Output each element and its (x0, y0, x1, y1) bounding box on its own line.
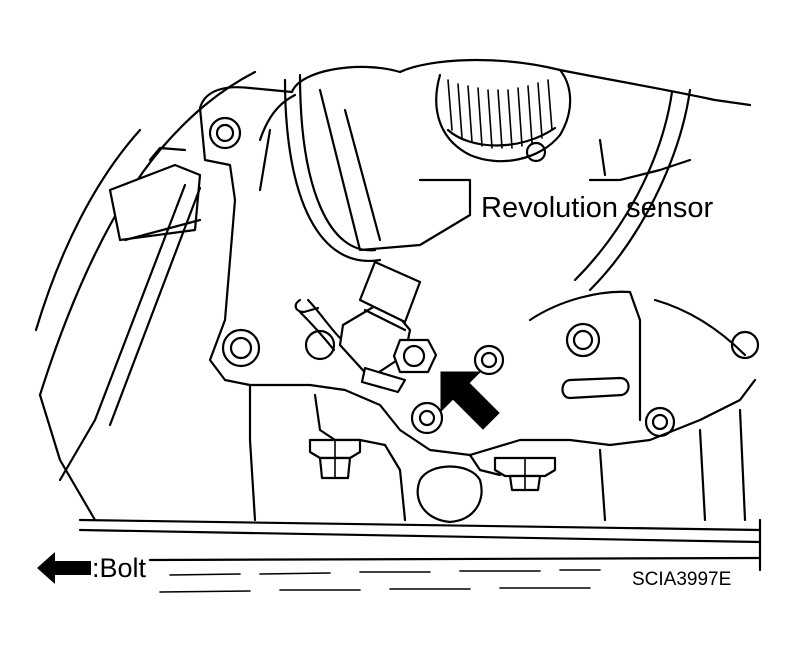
bolt-pointer-arrow (440, 371, 500, 430)
bolt-legend-label: :Bolt (92, 553, 147, 583)
case-body (198, 58, 757, 522)
lower-bolts (308, 438, 557, 492)
figure-id: SCIA3997E (632, 569, 732, 590)
oil-pan (78, 518, 762, 593)
ring-gear (258, 68, 692, 292)
left-casing (34, 70, 257, 522)
rod (58, 183, 202, 482)
mounting-holes (208, 116, 760, 524)
arrow-icon (37, 552, 91, 584)
revolution-sensor (294, 260, 422, 394)
revolution-sensor-label: Revolution sensor (481, 192, 714, 224)
sensor-bolt (392, 338, 438, 374)
